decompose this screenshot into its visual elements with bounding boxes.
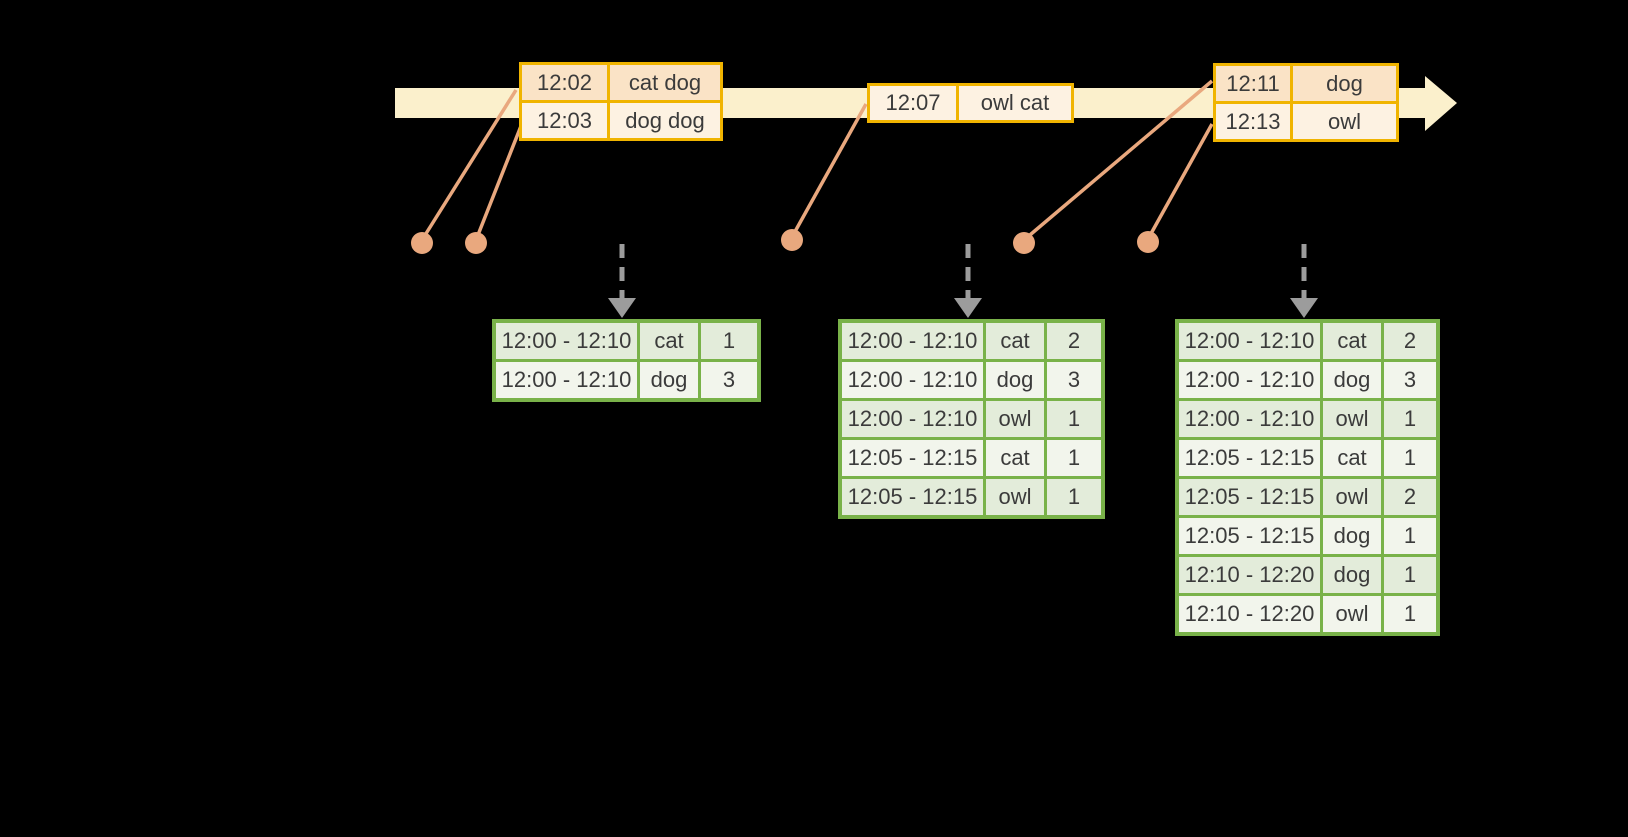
event-table-2: 12:07 owl cat [867, 83, 1074, 123]
event-dot [411, 232, 433, 254]
event-table-1: 12:02 cat dog 12:03 dog dog [519, 62, 723, 141]
event-connector [1022, 79, 1214, 242]
result-word: owl [986, 401, 1044, 437]
result-window: 12:00 - 12:10 [1179, 362, 1320, 398]
event-dot [465, 232, 487, 254]
event-dot [781, 229, 803, 251]
event-connector [420, 89, 518, 241]
result-count: 3 [1384, 362, 1436, 398]
result-count: 2 [1384, 323, 1436, 359]
result-count: 1 [1384, 596, 1436, 632]
event-dot [1013, 232, 1035, 254]
result-window: 12:10 - 12:20 [1179, 557, 1320, 593]
event-dot [1137, 231, 1159, 253]
result-word: owl [1323, 401, 1381, 437]
result-count: 3 [701, 362, 757, 398]
event-time: 12:03 [522, 103, 607, 138]
result-count: 1 [1384, 557, 1436, 593]
result-window: 12:05 - 12:15 [1179, 440, 1320, 476]
result-word: cat [1323, 323, 1381, 359]
result-window: 12:00 - 12:10 [496, 362, 637, 398]
result-table-1: 12:00 - 12:10 cat 1 12:00 - 12:10 dog 3 [492, 319, 761, 402]
result-window: 12:05 - 12:15 [842, 440, 983, 476]
down-arrow-icon [608, 298, 636, 318]
result-count: 2 [1047, 323, 1101, 359]
result-word: cat [986, 323, 1044, 359]
result-word: dog [640, 362, 698, 398]
result-word: dog [986, 362, 1044, 398]
result-word: owl [1323, 479, 1381, 515]
result-word: dog [1323, 362, 1381, 398]
result-table-2: 12:00 - 12:10 cat 2 12:00 - 12:10 dog 3 … [838, 319, 1105, 519]
event-time: 12:13 [1216, 104, 1290, 139]
result-window: 12:00 - 12:10 [1179, 401, 1320, 437]
result-word: cat [640, 323, 698, 359]
result-count: 1 [1047, 479, 1101, 515]
result-count: 1 [1384, 401, 1436, 437]
result-window: 12:10 - 12:20 [1179, 596, 1320, 632]
event-connector [474, 125, 523, 241]
result-count: 2 [1384, 479, 1436, 515]
result-count: 1 [701, 323, 757, 359]
event-time: 12:02 [522, 65, 607, 100]
result-window: 12:00 - 12:10 [1179, 323, 1320, 359]
down-arrow-icon [954, 298, 982, 318]
down-arrow-icon [1290, 298, 1318, 318]
result-table-3: 12:00 - 12:10 cat 2 12:00 - 12:10 dog 3 … [1175, 319, 1440, 636]
result-word: cat [1323, 440, 1381, 476]
result-window: 12:00 - 12:10 [496, 323, 637, 359]
event-table-3: 12:11 dog 12:13 owl [1213, 63, 1399, 142]
result-count: 3 [1047, 362, 1101, 398]
event-time: 12:11 [1216, 66, 1290, 101]
result-count: 1 [1384, 440, 1436, 476]
event-connector [1146, 123, 1214, 240]
result-word: owl [1323, 596, 1381, 632]
event-words: owl cat [959, 86, 1071, 120]
result-window: 12:05 - 12:15 [842, 479, 983, 515]
result-window: 12:00 - 12:10 [842, 323, 983, 359]
result-word: dog [1323, 518, 1381, 554]
event-words: cat dog [610, 65, 720, 100]
result-count: 1 [1384, 518, 1436, 554]
result-word: dog [1323, 557, 1381, 593]
event-words: owl [1293, 104, 1396, 139]
event-words: dog dog [610, 103, 720, 138]
result-window: 12:05 - 12:15 [1179, 518, 1320, 554]
event-words: dog [1293, 66, 1396, 101]
result-window: 12:05 - 12:15 [1179, 479, 1320, 515]
result-count: 1 [1047, 440, 1101, 476]
result-word: owl [986, 479, 1044, 515]
result-window: 12:00 - 12:10 [842, 362, 983, 398]
result-window: 12:00 - 12:10 [842, 401, 983, 437]
result-word: cat [986, 440, 1044, 476]
event-connector [790, 103, 868, 238]
event-time: 12:07 [870, 86, 956, 120]
result-count: 1 [1047, 401, 1101, 437]
timeline-arrowhead-icon [1425, 76, 1457, 131]
